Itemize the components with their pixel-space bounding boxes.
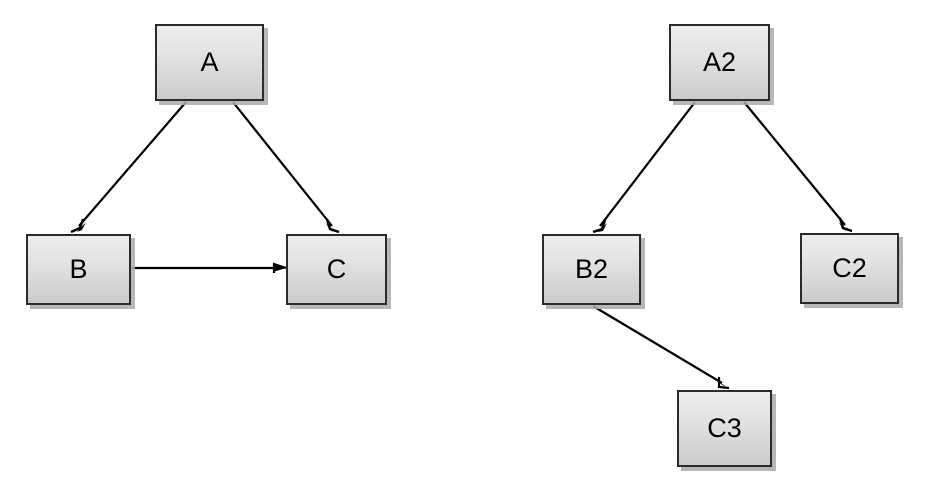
node-c2[interactable]: C2 — [800, 233, 899, 304]
node-c[interactable]: C — [286, 234, 387, 305]
node-a2-label: A2 — [702, 47, 737, 77]
node-c3[interactable]: C3 — [677, 390, 772, 467]
node-a2[interactable]: A2 — [669, 24, 770, 101]
edge-b-to-c[interactable] — [132, 262, 287, 273]
edge-a-to-b[interactable] — [70, 101, 187, 234]
node-a[interactable]: A — [155, 24, 264, 101]
edge-a2-to-b2[interactable] — [592, 101, 696, 234]
node-c2-label: C2 — [832, 253, 867, 283]
node-b[interactable]: B — [26, 234, 131, 305]
node-b2[interactable]: B2 — [542, 234, 641, 305]
node-c3-label: C3 — [707, 413, 742, 443]
edge-b2-to-c3[interactable] — [592, 305, 730, 390]
edge-a2-to-c2[interactable] — [743, 101, 853, 233]
node-c-label: C — [326, 254, 347, 284]
node-b-label: B — [69, 254, 88, 284]
edge-a-to-c[interactable] — [232, 101, 340, 234]
node-a-label: A — [200, 47, 219, 77]
node-b2-label: B2 — [574, 254, 609, 284]
